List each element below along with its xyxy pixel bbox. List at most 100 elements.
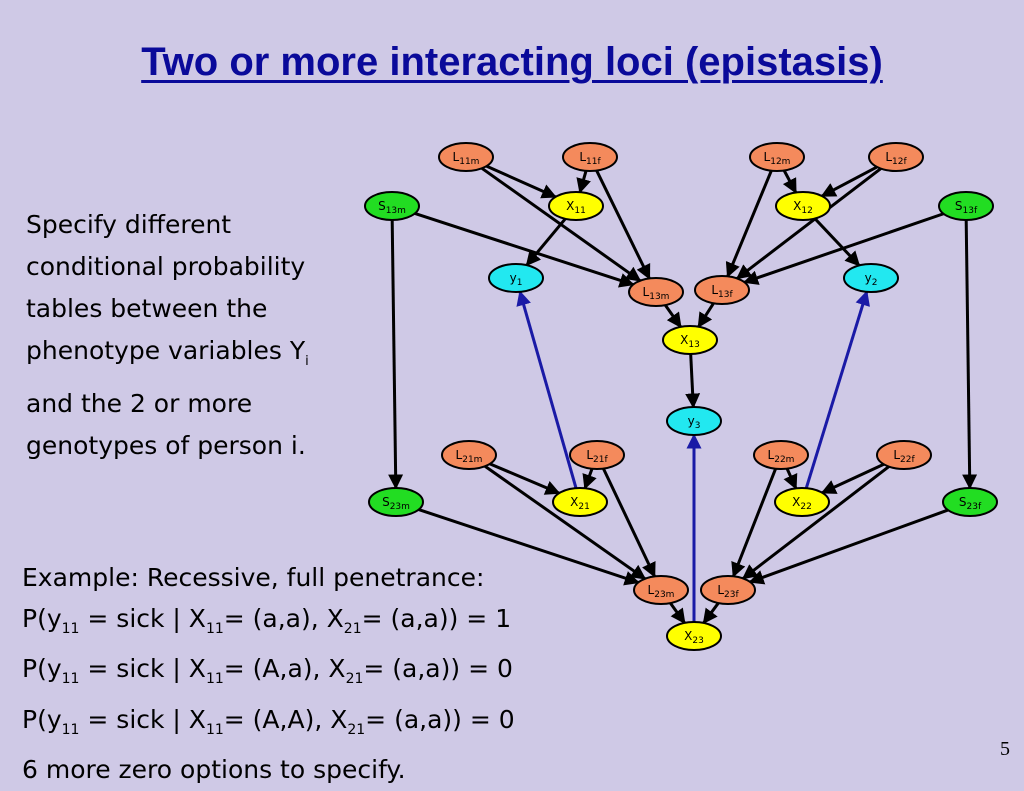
- rule-text: = sick | X: [79, 654, 206, 683]
- node-label: L23m: [648, 583, 675, 600]
- node-shape: [633, 575, 689, 605]
- node-L21f: L21f: [569, 440, 625, 470]
- specify-line-4: phenotype variables Yi: [26, 330, 406, 383]
- rule-text: = (a,a), X: [223, 603, 344, 633]
- node-label: S13m: [378, 199, 406, 216]
- rule-text: = (A,a), X: [223, 654, 346, 683]
- node-shape: [628, 277, 684, 307]
- node-shape: [775, 191, 831, 221]
- node-y1: y1: [488, 263, 544, 293]
- node-label: L21m: [456, 448, 483, 465]
- specify-line-4-subscript: i: [305, 354, 309, 369]
- node-label: X13: [680, 333, 700, 350]
- rule-subscript: 11: [61, 620, 80, 637]
- node-label: S23f: [959, 495, 982, 512]
- edge-L22f-to-L23f: [741, 465, 890, 580]
- rule-text: = (a,a)) = 0: [365, 704, 515, 734]
- edge-L12f-to-X12: [820, 165, 878, 198]
- node-label: X12: [793, 199, 813, 216]
- node-shape: [700, 575, 756, 605]
- node-X23: X23: [666, 621, 722, 651]
- edge-L22m-to-X22: [783, 468, 798, 490]
- rule-text: = (a,a)) = 0: [363, 654, 513, 683]
- node-label: X11: [566, 199, 586, 216]
- node-shape: [441, 440, 497, 470]
- rule-text: P(y: [22, 603, 62, 633]
- slide-title-text: Two or more interacting loci (epistasis): [141, 40, 883, 84]
- edge-X11-to-y1: [525, 217, 567, 267]
- node-X11: X11: [548, 191, 604, 221]
- rule-text: = sick | X: [79, 704, 206, 734]
- edges-layer: [388, 164, 978, 625]
- node-label: X23: [684, 629, 704, 646]
- node-label: L13m: [643, 285, 670, 302]
- node-S23f: S23f: [942, 487, 998, 517]
- node-shape: [562, 142, 618, 172]
- node-y2: y2: [843, 263, 899, 293]
- edge-X21-to-y1: [516, 290, 578, 489]
- rule-subscript: 11: [61, 721, 80, 738]
- edge-L22f-to-X22: [820, 462, 885, 495]
- slide-title: Two or more interacting loci (epistasis): [0, 40, 1024, 85]
- page-number: 5: [1000, 738, 1010, 760]
- rule-text: = sick | X: [79, 603, 206, 633]
- edge-L23m-to-X23: [669, 602, 686, 625]
- node-label: L22f: [893, 448, 915, 465]
- edge-L21f-to-L23m: [602, 467, 656, 578]
- node-X13: X13: [662, 325, 718, 355]
- edge-X22-to-y2: [804, 290, 870, 489]
- node-y3: y3: [666, 406, 722, 436]
- rule-subscript: 21: [343, 620, 362, 637]
- node-X12: X12: [775, 191, 831, 221]
- node-L21m: L21m: [441, 440, 497, 470]
- example-rule-3: P(y11 = sick | X11= (A,A), X21= (a,a)) =…: [22, 700, 662, 751]
- node-shape: [552, 487, 608, 517]
- edge-S23f-to-L23f: [748, 508, 949, 585]
- node-shape: [438, 142, 494, 172]
- specify-line-1: Specify different: [26, 210, 232, 239]
- node-shape: [694, 275, 750, 305]
- edge-L22m-to-L23f: [731, 468, 778, 578]
- node-label: y2: [865, 271, 878, 288]
- node-label: L13f: [711, 283, 733, 300]
- rule-subscript: 11: [205, 620, 224, 637]
- rule-text: = (a,a)) = 1: [361, 603, 512, 633]
- node-S13m: S13m: [364, 191, 420, 221]
- node-label: S23m: [382, 495, 410, 512]
- node-shape: [666, 621, 722, 651]
- node-shape: [938, 191, 994, 221]
- node-label: S13f: [955, 199, 978, 216]
- node-shape: [666, 406, 722, 436]
- rule-subscript: 11: [205, 721, 224, 738]
- node-S23m: S23m: [368, 487, 424, 517]
- node-X22: X22: [774, 487, 830, 517]
- edge-S13f-to-S23f: [962, 219, 978, 490]
- edge-L11m-to-X11: [485, 164, 557, 199]
- node-L22m: L22m: [753, 440, 809, 470]
- edge-L12m-to-L13f: [725, 170, 773, 278]
- node-shape: [774, 487, 830, 517]
- rule-subscript: 21: [347, 721, 366, 738]
- rule-text: = (A,A), X: [223, 704, 348, 734]
- edge-X12-to-y2: [813, 217, 861, 267]
- specify-line-2: conditional probability: [26, 252, 306, 281]
- specify-line-6: genotypes of person i.: [26, 431, 306, 460]
- node-shape: [548, 191, 604, 221]
- node-shape: [942, 487, 998, 517]
- node-shape: [662, 325, 718, 355]
- node-label: L22m: [768, 448, 795, 465]
- node-label: L21f: [586, 448, 608, 465]
- example-heading: Example: Recessive, full penetrance:: [22, 563, 485, 592]
- node-L11m: L11m: [438, 142, 494, 172]
- node-L11f: L11f: [562, 142, 618, 172]
- rule-text: P(y: [22, 704, 62, 734]
- node-label: X22: [792, 495, 812, 512]
- node-shape: [876, 440, 932, 470]
- edge-L11f-to-X11: [576, 170, 591, 194]
- node-L22f: L22f: [876, 440, 932, 470]
- node-L13f: L13f: [694, 275, 750, 305]
- specify-line-4-text: phenotype variables Y: [26, 336, 306, 365]
- edge-L23f-to-X23: [702, 602, 720, 625]
